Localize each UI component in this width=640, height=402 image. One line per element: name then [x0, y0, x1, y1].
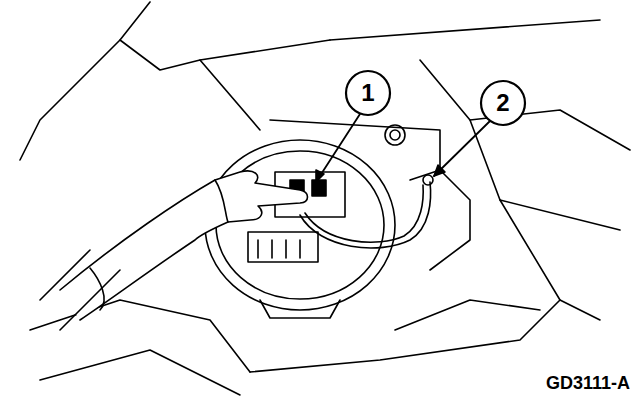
connector	[248, 232, 318, 262]
callout-number: 2	[496, 91, 509, 115]
leader-line	[434, 121, 490, 176]
leader-arrow	[316, 170, 324, 182]
panel-outline	[330, 20, 600, 40]
sleeve	[40, 250, 120, 330]
panel-outline	[120, 2, 330, 70]
cuff	[215, 180, 228, 222]
panel-outline	[200, 60, 260, 130]
wire	[300, 182, 431, 248]
bracket	[430, 170, 470, 270]
flange-tab	[260, 300, 340, 318]
callout-circle	[346, 71, 390, 115]
wire	[305, 185, 423, 242]
leader-arrow	[434, 165, 445, 176]
tank-edge	[30, 300, 250, 372]
callout-number: 1	[361, 81, 374, 105]
tank-edge	[500, 200, 620, 230]
figure-code: GD3111-A	[546, 374, 630, 392]
pump-flange	[205, 140, 395, 310]
callout-circle	[481, 81, 525, 125]
leader-line	[316, 114, 360, 182]
connector-pin	[258, 240, 300, 258]
tank-edge	[40, 350, 240, 395]
ground-terminal	[423, 175, 433, 185]
panel-outline	[20, 40, 120, 160]
sleeve-clamp	[90, 268, 104, 310]
tank-edge	[395, 300, 540, 330]
tank-edge	[420, 60, 600, 320]
hand	[60, 171, 308, 320]
connector-pin	[312, 180, 326, 196]
tank-edge	[250, 300, 560, 372]
bracket	[270, 120, 440, 180]
washer	[390, 130, 400, 140]
